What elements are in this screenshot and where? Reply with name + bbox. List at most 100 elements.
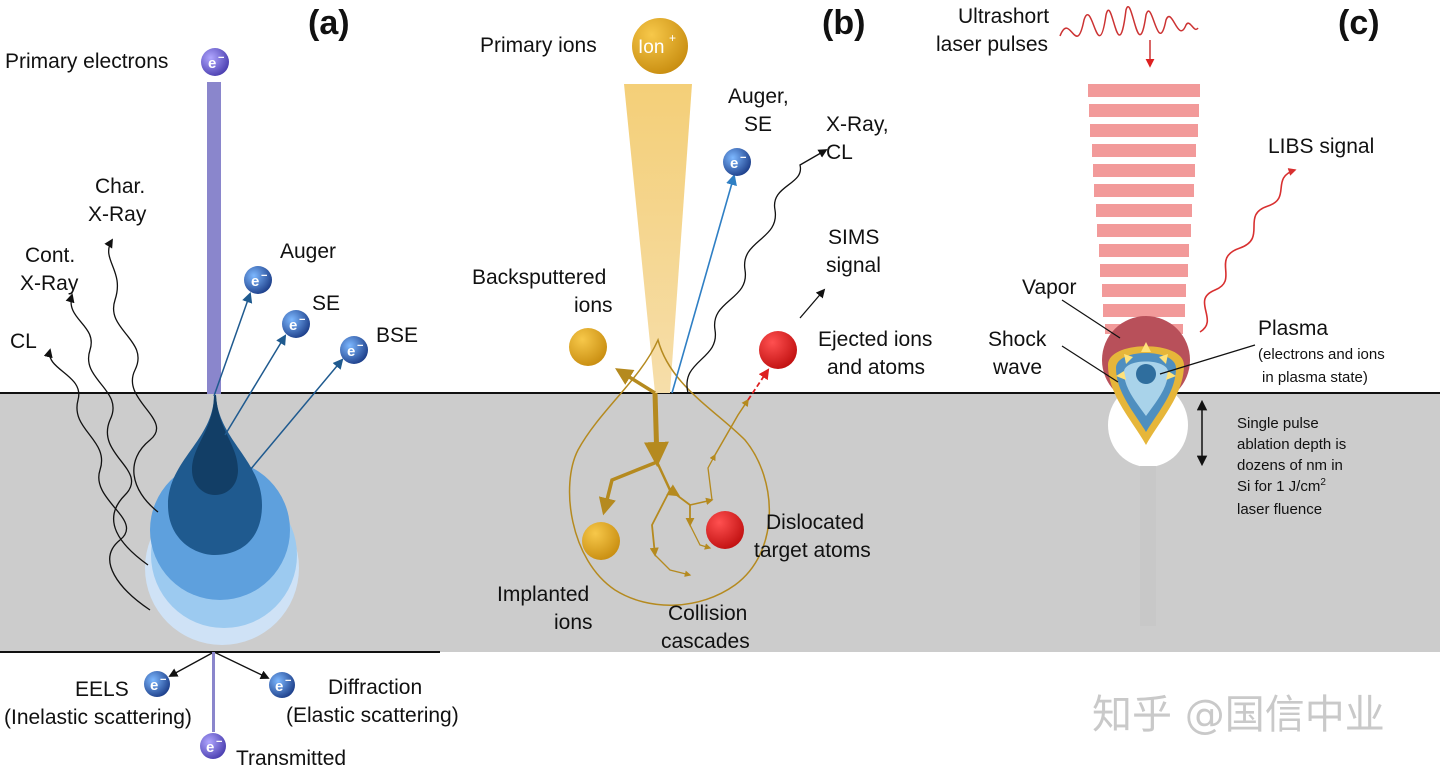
diffraction-electron: e − [269, 672, 295, 698]
auger-arrow [213, 292, 253, 397]
sims-label-1: SIMS [828, 226, 879, 249]
ejected-label-1: Ejected ions [818, 328, 932, 351]
eels-label-2: (Inelastic scattering) [4, 706, 192, 729]
svg-text:Ion: Ion [638, 37, 664, 58]
svg-text:e: e [347, 343, 355, 360]
crater-shadow [1140, 466, 1156, 626]
watermark: 知乎 @国信中业 [1092, 692, 1385, 738]
vapor-pointer [1061, 299, 1121, 339]
svg-text:e: e [289, 317, 297, 334]
primary-ions-label: Primary ions [480, 34, 597, 57]
transmitted-beam [212, 652, 215, 732]
bse-label: BSE [376, 324, 418, 347]
libs-signal-wave [1199, 168, 1297, 333]
auger-se-label-2: SE [744, 113, 772, 136]
svg-text:e: e [150, 677, 158, 694]
sims-label-2: signal [826, 254, 881, 277]
interaction-volume [145, 395, 299, 645]
cont-xray-label-1: Cont. [25, 244, 75, 267]
cont-xray-wave [65, 293, 149, 566]
diffraction-label-2: (Elastic scattering) [286, 704, 459, 727]
panel-c-label: (c) [1338, 4, 1380, 42]
primary-electron: e − [201, 48, 229, 76]
se-label: SE [312, 292, 340, 315]
svg-text:−: − [261, 270, 267, 282]
dislocated-label-1: Dislocated [766, 511, 864, 534]
plasma-plume [1102, 316, 1190, 445]
laser-pulse-wave [1059, 6, 1199, 37]
backsputtered-label-1: Backsputtered [472, 266, 606, 289]
auger-se-electron-b: e − [723, 148, 751, 176]
auger-se-arrow-b [671, 173, 737, 394]
implanted-label-2: ions [554, 611, 593, 634]
svg-text:e: e [208, 55, 216, 72]
eels-label-1: EELS [75, 678, 129, 701]
plasma-label-1: Plasma [1258, 317, 1328, 340]
shock-pointer [1061, 345, 1119, 383]
transmitted-electron: e − [200, 733, 226, 759]
eels-electron: e − [144, 671, 170, 697]
svg-text:−: − [216, 736, 222, 748]
backsputtered-label-2: ions [574, 294, 613, 317]
electron-beam [207, 82, 221, 394]
bse-arrow [249, 358, 344, 471]
panel-b-label: (b) [822, 4, 865, 42]
panel-a-label: (a) [308, 4, 350, 42]
plasma-label-2: (electrons and ions [1258, 346, 1385, 363]
cascade-boundary [568, 337, 770, 606]
transmitted-label: Transmitted [236, 747, 346, 770]
substrate-panel-b [440, 393, 1440, 652]
svg-text:e: e [251, 273, 259, 290]
cont-xray-label-2: X-Ray [20, 272, 79, 295]
implanted-label-1: Implanted [497, 583, 589, 606]
depth-note-2: ablation depth is [1237, 436, 1346, 453]
auger-electron: e − [244, 266, 272, 294]
svg-text:−: − [740, 152, 746, 164]
collision-label-1: Collision [668, 602, 747, 625]
diffraction-arrow [213, 651, 270, 679]
svg-text:−: − [218, 52, 224, 64]
diffraction-label-1: Diffraction [328, 676, 422, 699]
sims-arrow [799, 288, 826, 319]
svg-text:−: − [285, 675, 291, 687]
shock-label-2: wave [992, 356, 1042, 379]
laser-label-1: Ultrashort [958, 5, 1049, 28]
svg-text:e: e [275, 678, 283, 695]
svg-text:e: e [730, 155, 738, 172]
cl-label: CL [10, 330, 37, 353]
svg-text:−: − [357, 340, 363, 352]
bse-electron: e − [340, 336, 368, 364]
laser-label-2: laser pulses [936, 33, 1048, 56]
collision-cascade-paths [598, 368, 749, 577]
eels-arrow [168, 651, 215, 677]
svg-text:−: − [299, 314, 305, 326]
dislocated-atom [706, 511, 744, 549]
ejected-path [747, 368, 770, 401]
plasma-label-3: in plasma state) [1262, 369, 1368, 386]
auger-se-label-1: Auger, [728, 85, 789, 108]
depth-note-1: Single pulse [1237, 415, 1319, 432]
svg-text:−: − [160, 674, 166, 686]
backsputtered-ion [569, 328, 607, 366]
se-arrow [224, 334, 287, 436]
depth-note-5: laser fluence [1237, 501, 1322, 518]
primary-ion: Ion + [632, 18, 688, 74]
depth-note-4: Si for 1 J/cm2 [1237, 477, 1326, 495]
svg-text:e: e [206, 739, 214, 756]
char-xray-wave [104, 238, 159, 513]
implanted-ion [582, 522, 620, 560]
shock-label-1: Shock [988, 328, 1047, 351]
ejected-label-2: and atoms [827, 356, 925, 379]
libs-label: LIBS signal [1268, 135, 1374, 158]
plasma-pointer [1159, 344, 1256, 375]
vapor-label: Vapor [1022, 276, 1076, 299]
char-xray-label-1: Char. [95, 175, 145, 198]
xray-cl-label-1: X-Ray, [826, 113, 889, 136]
depth-note-3: dozens of nm in [1237, 457, 1343, 474]
collision-label-2: cascades [661, 630, 750, 653]
cl-wave [43, 348, 151, 611]
xray-cl-label-2: CL [826, 141, 853, 164]
ion-beam [624, 84, 692, 393]
char-xray-label-2: X-Ray [88, 203, 147, 226]
primary-electrons-label: Primary electrons [5, 50, 168, 73]
